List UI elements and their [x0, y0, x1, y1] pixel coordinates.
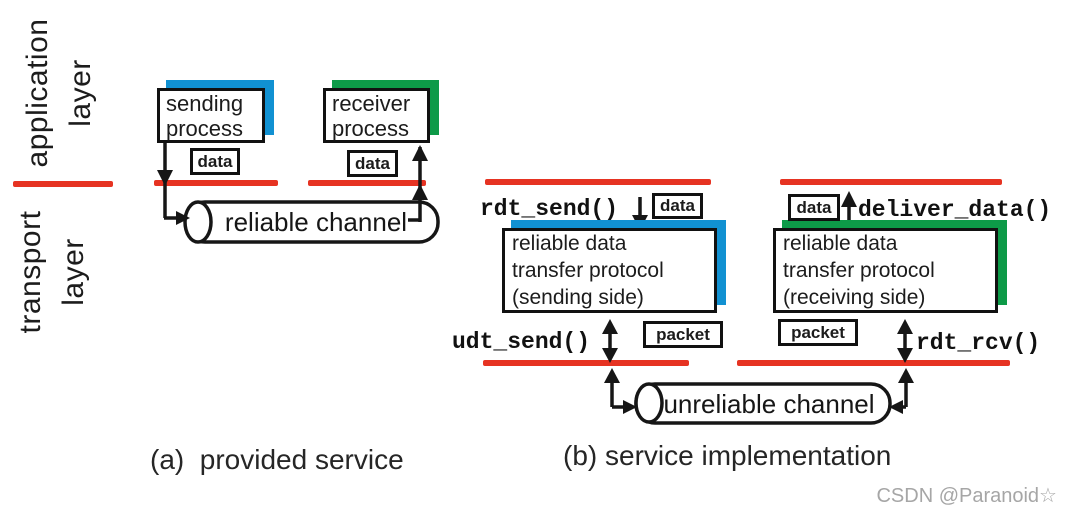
arrow-receive-up — [408, 145, 428, 222]
layer-boundary-segment — [483, 360, 689, 366]
data-tag: data — [652, 193, 703, 219]
data-tag: data — [788, 194, 840, 221]
rdt-send-label: rdt_send() — [480, 196, 619, 222]
receiver-process-label: receiver process — [323, 88, 430, 143]
data-tag: data — [347, 150, 398, 177]
arrow-channel-right — [889, 368, 914, 414]
udt-send-label: udt_send() — [452, 329, 591, 355]
sending-process-box: sending process — [157, 80, 274, 143]
layer-boundary-segment — [308, 180, 426, 186]
rdt-rcv-label: rdt_rcv() — [916, 330, 1041, 356]
packet-tag: packet — [643, 321, 723, 348]
receiving-protocol-label: reliable data transfer protocol (receivi… — [773, 228, 998, 313]
layer-boundary-segment — [780, 179, 1002, 185]
reliable-channel-label: reliable channel — [224, 207, 408, 237]
unreliable-channel-label: unreliable channel — [663, 389, 875, 419]
packet-tag: packet — [778, 319, 858, 346]
data-tag: data — [190, 148, 240, 175]
arrow-send-down — [157, 143, 190, 225]
receiver-process-box: receiver process — [323, 80, 439, 143]
csdn-watermark: CSDN @Paranoid☆ — [876, 485, 1057, 507]
receiving-protocol-box: reliable data transfer protocol (receivi… — [773, 220, 1007, 313]
arrow-channel-left — [604, 368, 637, 414]
layer-boundary-segment — [13, 181, 113, 187]
layer-boundary-segment — [737, 360, 1010, 366]
caption-service-implementation: (b) service implementation — [563, 440, 892, 471]
deliver-data-label: deliver_data() — [858, 197, 1052, 223]
layer-boundary-segment — [485, 179, 711, 185]
reliable-channel-cylinder — [183, 200, 440, 244]
sending-protocol-label: reliable data transfer protocol (sending… — [502, 228, 717, 313]
sending-protocol-box: reliable data transfer protocol (sending… — [502, 220, 726, 313]
unreliable-channel-cylinder — [634, 382, 892, 425]
arrow-rdt-rcv — [897, 319, 913, 363]
arrow-udt-send — [602, 319, 618, 363]
caption-provided-service: (a) provided service — [150, 444, 404, 475]
sending-process-label: sending process — [157, 88, 265, 143]
layer-boundary-segment — [154, 180, 278, 186]
